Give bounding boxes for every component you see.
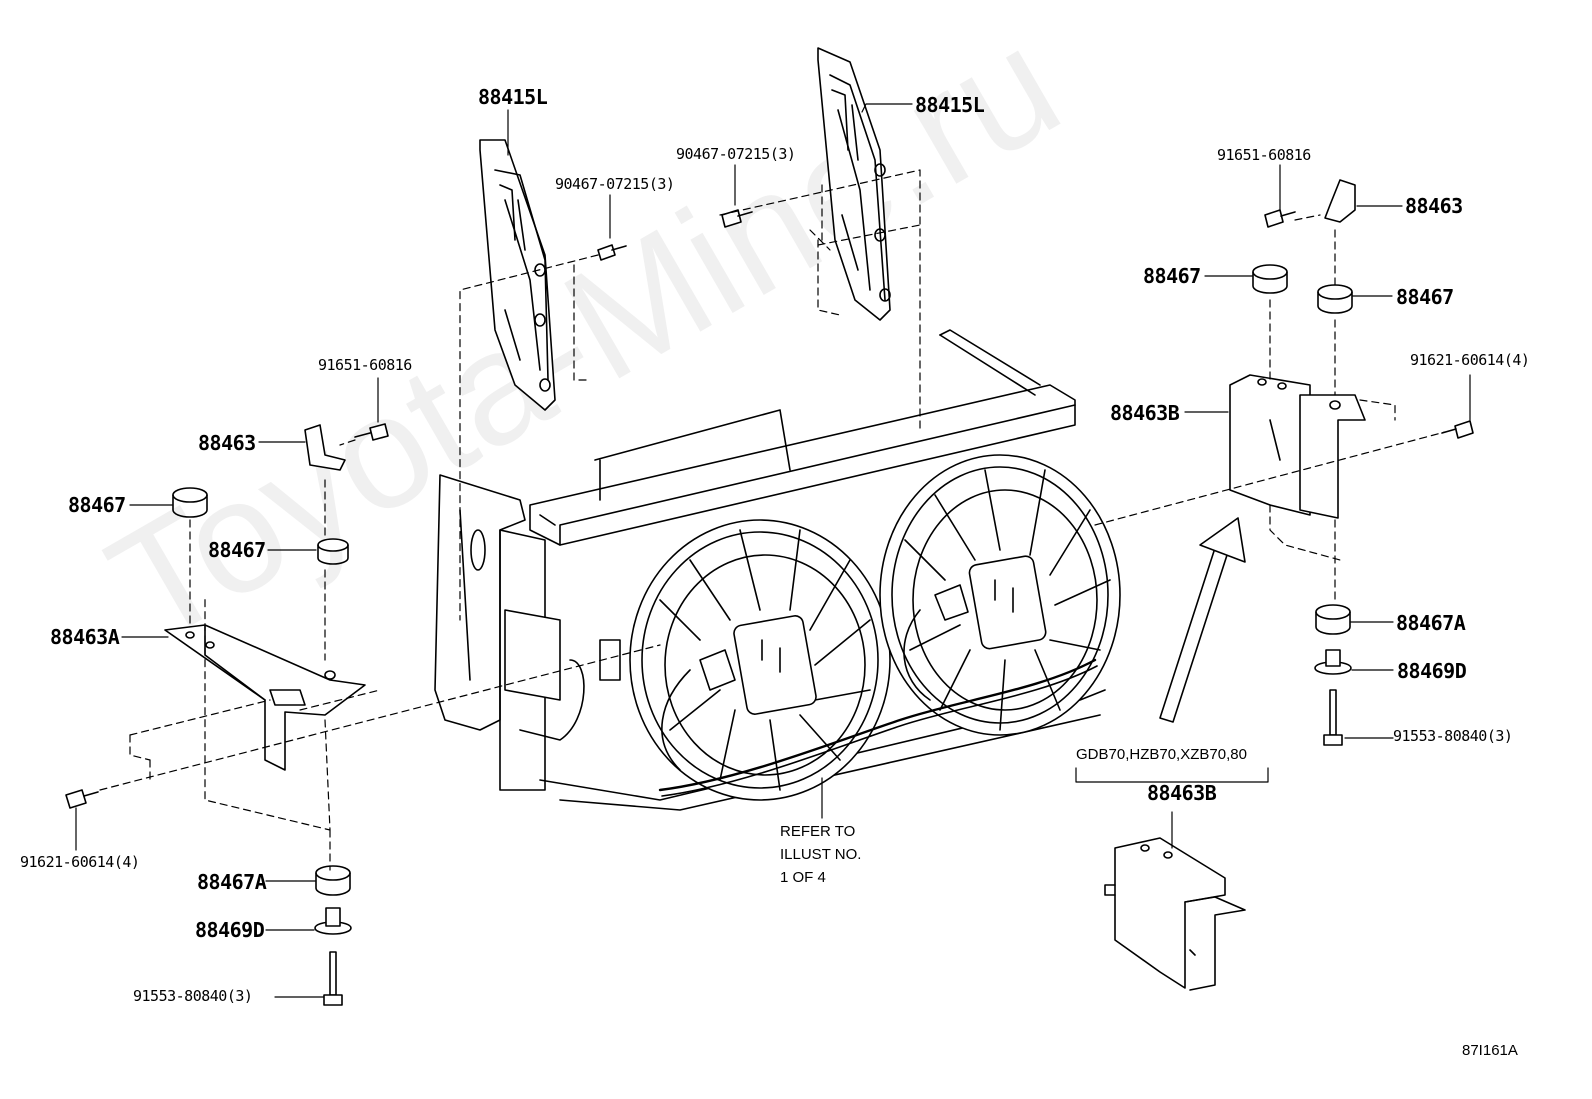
label-91651-right: 91651-60816 (1217, 146, 1311, 164)
refer-note: REFER TO ILLUST NO. 1 OF 4 (780, 820, 861, 889)
label-88463-right: 88463 (1405, 194, 1463, 218)
left-fan (629, 519, 891, 801)
air-guide-left (479, 139, 556, 411)
label-90467-right: 90467-07215(3) (676, 145, 796, 163)
variant-note: GDB70,HZB70,XZB70,80 (1076, 746, 1247, 763)
illustration-id: 87I161A (1462, 1042, 1518, 1059)
label-91621-left: 91621-60614(4) (20, 853, 140, 871)
right-fan (879, 454, 1121, 736)
label-88467A-left: 88467A (197, 870, 267, 894)
leader-lines (75, 103, 1471, 998)
label-88467-left-top: 88467 (68, 493, 126, 517)
label-90467-left: 90467-07215(3) (555, 175, 675, 193)
label-88467-right-mid: 88467 (1396, 285, 1454, 309)
label-88463B-upper: 88463B (1110, 401, 1180, 425)
right-mount-group (1229, 179, 1474, 746)
refer-note-line-3: 1 OF 4 (780, 869, 826, 886)
label-88467A-right: 88467A (1396, 611, 1466, 635)
assembly-dashed-lines (99, 169, 1446, 871)
label-88467-right-top: 88467 (1143, 264, 1201, 288)
label-91553-left: 91553-80840(3) (133, 987, 253, 1005)
left-mount-group (65, 423, 389, 1006)
refer-note-line-2: ILLUST NO. (780, 846, 862, 863)
clip-90467-left (597, 244, 627, 261)
label-88463B-lower: 88463B (1147, 781, 1217, 805)
direction-arrow (1159, 517, 1246, 723)
label-88469D-left: 88469D (195, 918, 265, 942)
label-88415L-right: 88415L (915, 93, 985, 117)
label-88467-left-mid: 88467 (208, 538, 266, 562)
label-88463A: 88463A (50, 625, 120, 649)
label-88415L-left: 88415L (478, 85, 548, 109)
fan-shroud-assembly (434, 329, 1121, 811)
air-guide-right (817, 47, 891, 321)
label-91651-left: 91651-60816 (318, 356, 412, 374)
label-88463-left: 88463 (198, 431, 256, 455)
refer-note-line-1: REFER TO (780, 823, 856, 840)
label-91621-right: 91621-60614(4) (1410, 351, 1530, 369)
clip-90467-right (721, 209, 753, 228)
label-88469D-right: 88469D (1397, 659, 1467, 683)
label-91553-right: 91553-80840(3) (1393, 727, 1513, 745)
variant-bracket-88463B (1104, 837, 1246, 991)
